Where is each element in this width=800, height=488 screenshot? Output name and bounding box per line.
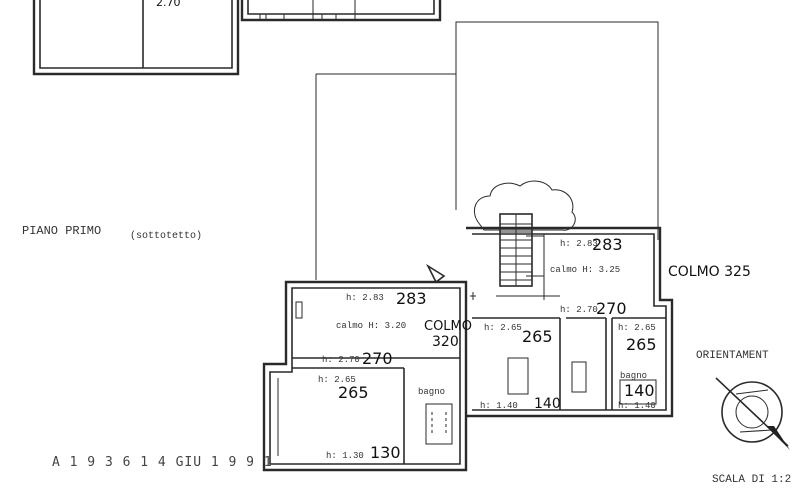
upper-left-building-fragment: 2.70 <box>32 0 240 76</box>
tree-symbol <box>474 180 576 231</box>
scale-label: SCALA DI 1:2 <box>712 474 791 486</box>
plan-subtitle: (sottotetto) <box>130 230 202 242</box>
date-stamp: A 1 9 3 6 1 4 GIU 1 9 9 1 <box>52 455 273 470</box>
right-265-handwritten: 265 <box>626 335 657 354</box>
bathroom-fixtures <box>425 379 657 445</box>
right-h-140-label: h: 1.40 <box>618 401 656 411</box>
bagno-right-label: bagno <box>620 371 647 381</box>
left-320-handwritten: 320 <box>432 334 459 350</box>
right-140-handwritten: 140 <box>624 381 655 400</box>
upper-center-building-fragment <box>240 0 442 22</box>
low-h-265-label: h: 2.65 <box>318 375 356 385</box>
center-block-walls <box>466 226 674 418</box>
right-h-265-label: h: 2.65 <box>618 323 656 333</box>
right-colmo-handwritten: COLMO 325 <box>668 264 751 280</box>
mid-270-handwritten: 270 <box>362 349 393 368</box>
compass-icon <box>715 377 790 450</box>
plan-title: PIANO PRIMO <box>22 224 101 238</box>
right-h-283-label: h: 2.83 <box>560 239 598 249</box>
left-calmo-label: calmo H: 3.20 <box>336 321 406 331</box>
center-140-handwritten: 140 <box>534 396 561 412</box>
right-270-handwritten: 270 <box>596 299 627 318</box>
mid-h-270-label: h: 2.70 <box>322 355 360 365</box>
bottom-130-handwritten: 130 <box>370 443 401 462</box>
left-colmo-handwritten: COLMO <box>424 319 472 334</box>
bagno-left-label: bagno <box>418 387 445 397</box>
bottom-h-130-label: h: 1.30 <box>326 451 364 461</box>
center-h-140-label: h: 1.40 <box>480 401 518 411</box>
right-283-handwritten: 283 <box>592 235 623 254</box>
low-265-handwritten: 265 <box>338 383 369 402</box>
left-283-handwritten: 283 <box>396 289 427 308</box>
right-calmo-label: calmo H: 3.25 <box>550 265 620 275</box>
top-left-height-fragment: 2.70 <box>156 0 181 9</box>
left-h-283-label: h: 2.83 <box>346 293 384 303</box>
right-h-270-label: h: 2.70 <box>560 305 598 315</box>
staircase <box>499 213 545 287</box>
main-left-block-walls <box>262 263 476 472</box>
center-265-handwritten: 265 <box>522 327 553 346</box>
orientation-label: ORIENTAMENT <box>696 350 769 362</box>
roof-outline <box>315 21 659 280</box>
center-h-265-label: h: 2.65 <box>484 323 522 333</box>
